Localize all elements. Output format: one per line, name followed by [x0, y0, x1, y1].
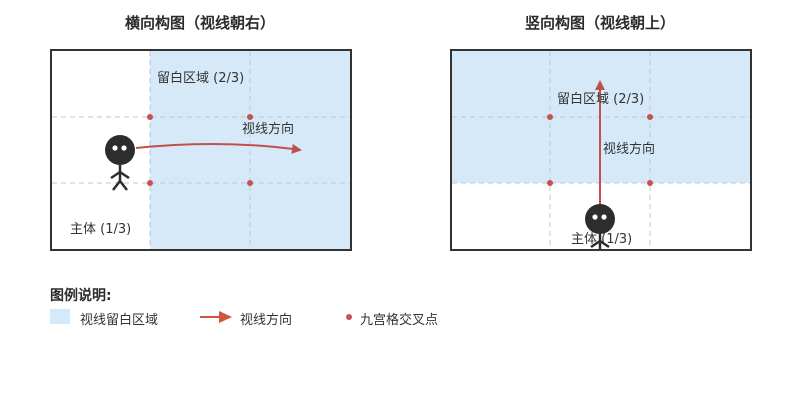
- legend-label-gaze-direction: 视线方向: [240, 313, 293, 328]
- right-gaze-label: 视线方向: [603, 142, 656, 157]
- left-gaze-label: 视线方向: [242, 122, 295, 137]
- left-subject-figure: [105, 135, 135, 191]
- right-subject-label: 主体 (1/3): [571, 232, 633, 247]
- left-frame-canvas: [52, 51, 350, 249]
- right-space-label: 留白区域 (2/3): [557, 92, 645, 107]
- right-frame: 留白区域 (2/3) 视线方向 主体 (1/3): [450, 49, 752, 251]
- right-panel-title: 竖向构图（视线朝上）: [524, 14, 675, 32]
- left-space-label: 留白区域 (2/3): [157, 71, 245, 86]
- left-gaze-arrow: [135, 142, 302, 154]
- legend-item-negative-space: 视线留白区域: [50, 308, 180, 328]
- legend-title: 图例说明:: [50, 288, 112, 304]
- left-frame: 留白区域 (2/3) 视线方向 主体 (1/3): [50, 49, 352, 251]
- red-dot-icon: [346, 314, 352, 320]
- light-blue-swatch-icon: [50, 309, 70, 324]
- right-grid-points: [547, 114, 653, 186]
- legend-item-grid-point: 九宫格交叉点: [345, 308, 465, 328]
- left-subject-label: 主体 (1/3): [70, 222, 132, 237]
- legend-label-grid-point: 九宫格交叉点: [360, 313, 439, 328]
- right-subject-figure: [585, 204, 615, 249]
- left-grid-points: [147, 114, 253, 186]
- legend-label-negative-space: 视线留白区域: [80, 313, 159, 328]
- right-frame-canvas: [452, 51, 750, 249]
- left-grid-lines: [52, 51, 350, 249]
- legend-item-gaze-direction: 视线方向: [199, 308, 309, 328]
- red-arrow-icon: [200, 311, 232, 323]
- left-panel-title: 横向构图（视线朝右）: [124, 14, 275, 32]
